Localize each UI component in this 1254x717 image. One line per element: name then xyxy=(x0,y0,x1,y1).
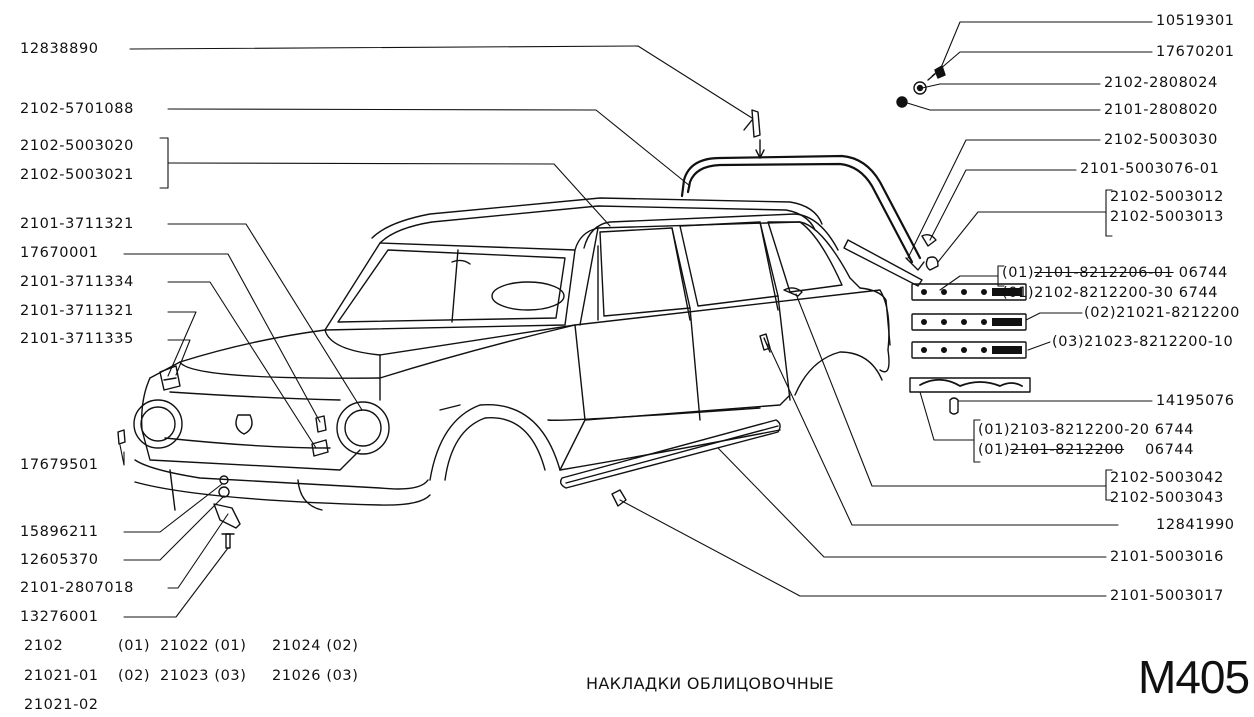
leader-lines xyxy=(119,21,1153,618)
legend-r1-c4: 21024 (02) xyxy=(272,638,359,654)
legend-r2-c1: 21021-01 xyxy=(24,668,99,684)
legend-r1-c3: 21022 (01) xyxy=(160,638,247,654)
label-15896211: 15896211 xyxy=(20,524,99,540)
label-2102-5003013: 2102-5003013 xyxy=(1110,209,1224,225)
label-2101-2807018: 2101-2807018 xyxy=(20,580,134,596)
label-2101-3711335: 2101-3711335 xyxy=(20,331,134,347)
roof-rack-rail xyxy=(680,154,925,271)
legend-r1-c1: 2102 xyxy=(24,638,64,654)
label-17670001: 17670001 xyxy=(20,245,99,261)
legend-r2-c3: 21023 (03) xyxy=(160,668,247,684)
rear-molding-parts xyxy=(843,233,939,287)
label-12605370: 12605370 xyxy=(20,552,99,568)
label-21023-8212200-10: (03)21023-8212200-10 xyxy=(1052,334,1234,350)
label-2101-3711334: 2101-3711334 xyxy=(20,274,134,290)
car-body xyxy=(133,197,891,511)
label-emblem-a1: (01)2101-8212206-01 06744 xyxy=(1002,265,1228,281)
label-emblem-a2: (01)2102-8212200-30 6744 xyxy=(1002,285,1219,301)
label-2102-5701088: 2102-5701088 xyxy=(20,101,134,117)
label-2102-5003042: 2102-5003042 xyxy=(1110,470,1224,486)
label-2102-5003021: 2102-5003021 xyxy=(20,167,134,183)
label-12838890: 12838890 xyxy=(20,41,99,57)
label-emblem-b1: (01)2103-8212200-20 6744 xyxy=(978,422,1195,438)
label-2102-5003043: 2102-5003043 xyxy=(1110,490,1224,506)
label-21021-8212200: (02)21021-8212200 xyxy=(1084,305,1240,321)
label-2101-5003017: 2101-5003017 xyxy=(1110,588,1224,604)
label-2101-5003076-01: 2101-5003076-01 xyxy=(1080,161,1220,177)
legend-r2-c4: 21026 (03) xyxy=(272,668,359,684)
label-13276001: 13276001 xyxy=(20,609,99,625)
label-14195076: 14195076 xyxy=(1156,393,1235,409)
hardware-cluster xyxy=(896,65,946,108)
label-17679501: 17679501 xyxy=(20,457,99,473)
label-17670201: 17670201 xyxy=(1156,44,1235,60)
label-2101-5003016: 2101-5003016 xyxy=(1110,549,1224,565)
label-2102-5003012: 2102-5003012 xyxy=(1110,189,1224,205)
legend-r1-c2: (01) xyxy=(118,638,151,654)
label-2102-2808024: 2102-2808024 xyxy=(1104,75,1218,91)
sheet-code: М405 xyxy=(1138,651,1250,703)
rack-bolt xyxy=(743,109,765,159)
emblems xyxy=(909,283,1031,393)
label-emblem-b2: (01)2101-8212200 06744 xyxy=(978,442,1195,458)
label-2102-5003020: 2102-5003020 xyxy=(20,138,134,154)
label-2102-5003030: 2102-5003030 xyxy=(1104,132,1218,148)
front-clips xyxy=(117,333,959,549)
label-2101-3711321-b: 2101-3711321 xyxy=(20,303,134,319)
page-title: НАКЛАДКИ ОБЛИЦОВОЧНЫЕ xyxy=(586,674,834,693)
legend-r3-c1: 21021-02 xyxy=(24,697,99,713)
label-2101-3711321-a: 2101-3711321 xyxy=(20,216,134,232)
legend-r2-c2: (02) xyxy=(118,668,151,684)
label-2101-2808020: 2101-2808020 xyxy=(1104,102,1218,118)
label-12841990: 12841990 xyxy=(1156,517,1235,533)
label-10519301: 10519301 xyxy=(1156,13,1235,29)
